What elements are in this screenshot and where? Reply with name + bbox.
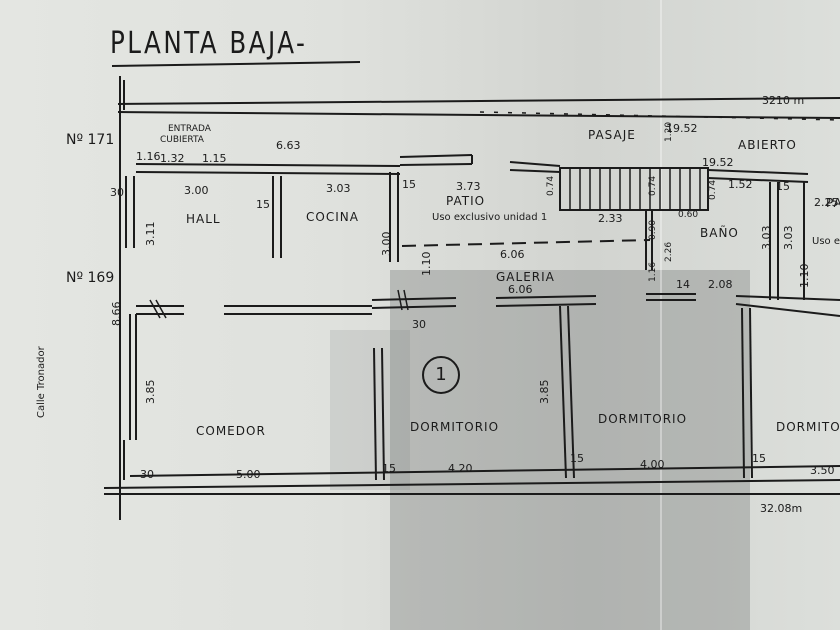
dim-074-b: 0.74 bbox=[648, 175, 658, 196]
dim-606-a: 6.06 bbox=[500, 248, 525, 261]
dim-385-a: 3.85 bbox=[144, 379, 157, 405]
title-underline bbox=[111, 61, 361, 67]
dim-15-f: 15 bbox=[776, 180, 790, 193]
dim-303: 3.03 bbox=[326, 182, 351, 195]
patio-note: Uso exclusivo unidad 1 bbox=[432, 212, 548, 223]
bano-label: BAÑO bbox=[700, 226, 739, 240]
street-label: Calle Tronador bbox=[36, 346, 47, 418]
dormitorio-2-label: DORMITORIO bbox=[598, 412, 688, 426]
comedor-label: COMEDOR bbox=[196, 424, 266, 438]
bottom-boundary bbox=[103, 479, 840, 489]
dim-1952-a: 19.52 bbox=[666, 122, 698, 135]
wall-dorm2-dorm3 bbox=[741, 307, 745, 479]
wall-dorm1-dorm2 bbox=[559, 305, 567, 479]
cocina-label: COCINA bbox=[306, 210, 359, 224]
abierto-label: ABIERTO bbox=[738, 138, 797, 152]
dim-30-b: 30 bbox=[140, 468, 154, 481]
dim-116-b: 1.16 bbox=[648, 261, 658, 282]
dim-110-b: 1.10 bbox=[798, 263, 811, 289]
cubierta-label: CUBIERTA bbox=[160, 135, 204, 145]
dim-400: 4.00 bbox=[640, 458, 665, 471]
dim-110-a: 1.10 bbox=[420, 251, 433, 277]
wall-top-front bbox=[135, 163, 401, 167]
dormitorio-1-label: DORMITORIO bbox=[410, 420, 500, 434]
dim-303-c: 3.03 bbox=[782, 225, 795, 251]
dim-total-top: 3210 m bbox=[762, 94, 805, 107]
dim-15-b: 15 bbox=[402, 178, 416, 191]
stair-block bbox=[559, 167, 709, 211]
galeria-label: GALERIA bbox=[496, 270, 555, 284]
unit-number: 1 bbox=[422, 356, 460, 394]
dim-115: 1.15 bbox=[202, 152, 227, 165]
wall-bottom-interior bbox=[129, 465, 840, 477]
pat-cut-label: PAT bbox=[826, 196, 840, 210]
dim-090: 0.90 bbox=[648, 219, 658, 240]
plan-title: PLANTA BAJA- bbox=[110, 26, 308, 61]
wall-galeria bbox=[495, 295, 597, 299]
dim-30-c: 30 bbox=[412, 318, 426, 331]
dim-500: 5.00 bbox=[236, 468, 261, 481]
dim-420: 4.20 bbox=[448, 462, 473, 475]
dim-226: 2.26 bbox=[664, 241, 674, 262]
dim-311: 3.11 bbox=[144, 221, 157, 247]
dim-233: 2.33 bbox=[598, 212, 623, 225]
dim-385-b: 3.85 bbox=[538, 379, 551, 405]
dim-074-c: 0.74 bbox=[708, 179, 718, 200]
dormitorio-3-label: DORMITORIO bbox=[776, 420, 840, 434]
dim-606-b: 6.06 bbox=[508, 283, 533, 296]
dim-15-d: 15 bbox=[570, 452, 584, 465]
dim-208: 2.08 bbox=[708, 278, 733, 291]
dim-15-a: 15 bbox=[256, 198, 270, 211]
dim-120: 1.20 bbox=[664, 121, 674, 142]
dim-14: 14 bbox=[676, 278, 690, 291]
dim-15-e: 15 bbox=[752, 452, 766, 465]
dim-116: 1.16 bbox=[136, 150, 161, 163]
dim-303-b: 3.03 bbox=[760, 225, 773, 251]
house-number-169: Nº 169 bbox=[66, 270, 115, 286]
dim-total-bottom: 32.08m bbox=[760, 502, 803, 515]
dim-300: 3.00 bbox=[184, 184, 209, 197]
dim-350: 3.50 bbox=[810, 464, 835, 477]
dim-1952-b: 19.52 bbox=[702, 156, 734, 169]
top-boundary bbox=[117, 97, 840, 105]
dim-132: 1.32 bbox=[160, 152, 185, 165]
hall-label: HALL bbox=[186, 212, 221, 226]
dim-225: 2.25 bbox=[814, 196, 839, 209]
dim-300-v: 3.00 bbox=[380, 231, 393, 257]
uso-cut-label: Uso ex bbox=[812, 236, 840, 247]
dim-15-c: 15 bbox=[382, 462, 396, 475]
dim-074-a: 0.74 bbox=[546, 175, 556, 196]
dim-060: 0.60 bbox=[678, 210, 699, 220]
dim-866: 8.66 bbox=[110, 301, 123, 327]
dim-373: 3.73 bbox=[456, 180, 481, 193]
entrada-label: ENTRADA bbox=[168, 124, 211, 134]
dim-663: 6.63 bbox=[276, 139, 301, 152]
dim-30-a: 30 bbox=[110, 186, 124, 199]
shadow-overlay-left bbox=[330, 330, 410, 490]
house-number-171: Nº 171 bbox=[66, 132, 115, 148]
pasaje-label: PASAJE bbox=[588, 128, 636, 142]
wall-comedor-dorm1 bbox=[373, 347, 377, 481]
dim-152: 1.52 bbox=[728, 178, 753, 191]
shadow-overlay bbox=[390, 270, 750, 630]
patio-label: PATIO bbox=[446, 194, 486, 208]
patio-dashed-line bbox=[401, 239, 651, 247]
paper-fold bbox=[660, 0, 662, 630]
